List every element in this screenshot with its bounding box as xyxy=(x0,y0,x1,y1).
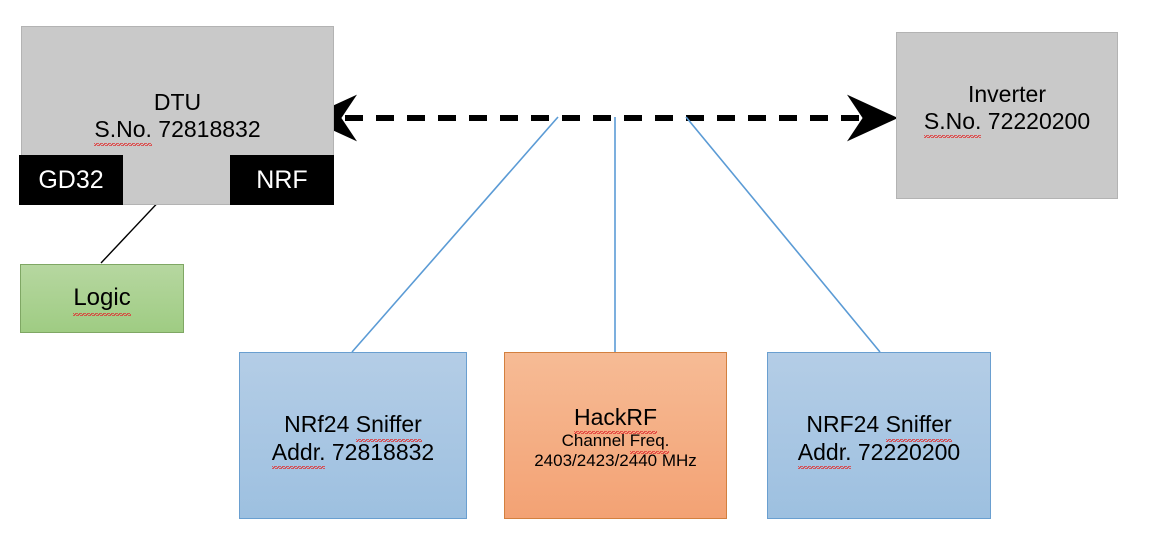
inverter-block[interactable]: Inverter S.No. 72220200 xyxy=(896,32,1118,199)
inverter-title: Inverter xyxy=(968,81,1046,107)
hackrf-title: HackRF xyxy=(573,403,658,435)
dtu-serial-prefix: S.No. xyxy=(94,116,152,147)
nrf-label: NRF xyxy=(256,165,308,194)
sniffer-right-title: NRF24 Sniffer xyxy=(806,411,952,442)
sniffer-left-address-line: Addr. 72818832 xyxy=(271,438,435,469)
hackrf-freq-word: Freq. xyxy=(629,431,670,455)
hackrf-frequencies: 2403/2423/2440 MHz xyxy=(534,451,697,471)
sniffer-right-tap xyxy=(685,116,881,353)
inverter-serial-prefix: S.No. xyxy=(923,108,982,139)
sniffer-left-title: NRf24 Sniffer xyxy=(284,411,422,442)
gd32-label: GD32 xyxy=(38,165,104,194)
sniffer-right-title-word: Sniffer xyxy=(885,411,952,442)
dtu-title: DTU xyxy=(153,89,202,115)
sniffer-left-address: 72818832 xyxy=(331,438,435,465)
hackrf-block[interactable]: HackRF Channel Freq. 2403/2423/2440 MHz xyxy=(504,352,727,519)
sniffer-left-title-word: Sniffer xyxy=(355,411,422,442)
inverter-serial-number: 72220200 xyxy=(987,108,1091,135)
dtu-serial-number: 72818832 xyxy=(158,116,261,143)
nrf24-sniffer-left-block[interactable]: NRf24 Sniffer Addr. 72818832 xyxy=(239,352,467,519)
hackrf-channel-label: Channel Freq. xyxy=(561,431,670,455)
nrf24-sniffer-right-block[interactable]: NRF24 Sniffer Addr. 72220200 xyxy=(767,352,991,519)
nrf-block[interactable]: NRF xyxy=(230,155,334,205)
logic-analyzer-block[interactable]: Logic xyxy=(20,264,184,333)
sniffer-right-addr-prefix: Addr. xyxy=(797,438,852,469)
inverter-serial-line: S.No. 72220200 xyxy=(923,108,1091,139)
sniffer-left-addr-prefix: Addr. xyxy=(271,438,326,469)
sniffer-left-tap xyxy=(351,116,559,353)
logic-label: Logic xyxy=(73,284,132,317)
sniffer-right-address: 72220200 xyxy=(857,438,961,465)
dtu-serial-line: S.No. 72818832 xyxy=(94,116,261,147)
sniffer-right-address-line: Addr. 72220200 xyxy=(797,438,961,469)
gd32-block[interactable]: GD32 xyxy=(19,155,123,205)
